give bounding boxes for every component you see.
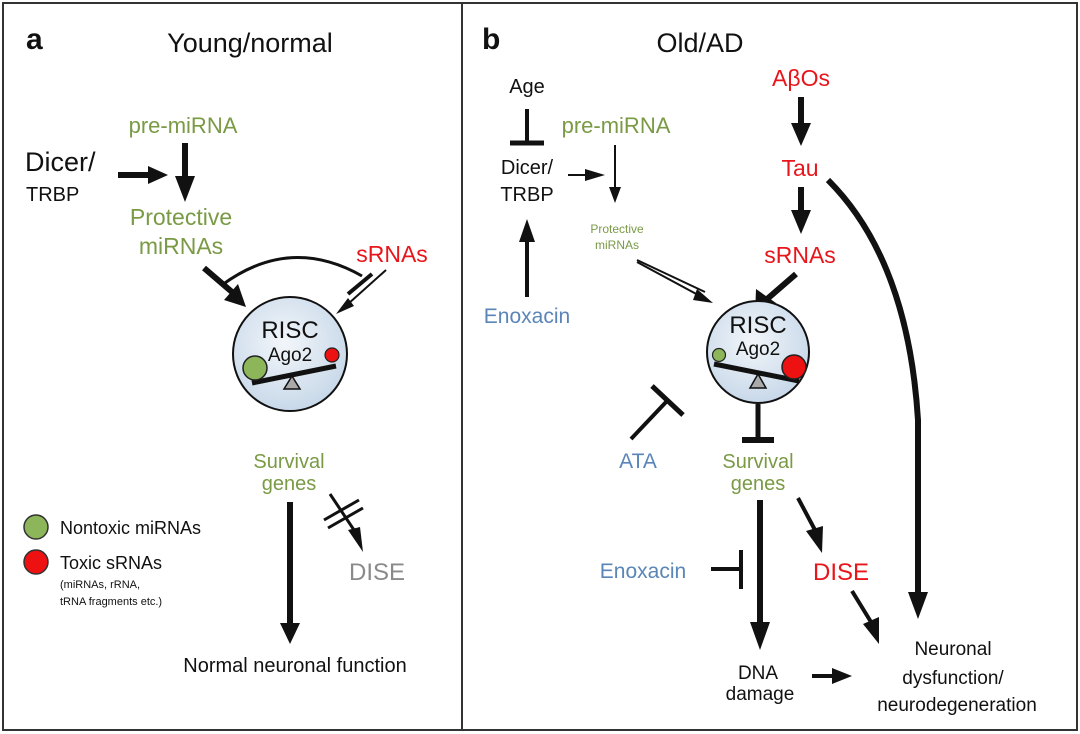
panel-b-abos: AβOs xyxy=(772,65,830,91)
arrow-dicer-b xyxy=(568,169,605,181)
nontoxic-mirna-ball-b xyxy=(711,347,727,363)
arrow-dise-to-neuronal xyxy=(850,589,879,644)
risc-label-a: RISC xyxy=(261,317,318,344)
panel-b-protective-1: Protective xyxy=(590,222,644,236)
arrow-survival-to-normal xyxy=(280,502,300,644)
legend: Nontoxic miRNAs Toxic sRNAs (miRNAs, rRN… xyxy=(23,514,201,608)
panel-a-title: Young/normal xyxy=(167,28,333,58)
arrow-survival-to-dna xyxy=(750,500,770,650)
panel-a-dise: DISE xyxy=(349,559,405,586)
panel-b-title: Old/AD xyxy=(656,28,743,58)
risc-complex-b: RISC Ago2 xyxy=(706,300,810,404)
arrow-tau-to-srnas xyxy=(791,187,811,234)
legend-toxic-sub-2: tRNA fragments etc.) xyxy=(60,596,162,608)
inhibit-age-to-dicer xyxy=(510,109,544,146)
inhibit-curve-a xyxy=(221,256,363,287)
arrow-protective-to-risc xyxy=(202,265,246,307)
arrow-protective-to-risc-b-shaft xyxy=(636,261,701,297)
panel-b-survival-1: Survival xyxy=(722,451,793,473)
panel-a-dicer: Dicer/ xyxy=(25,147,96,177)
inhibit-ata-to-risc xyxy=(629,384,685,441)
panel-a-survival-2: genes xyxy=(262,473,317,495)
risc-label-b: RISC xyxy=(729,312,786,339)
toxic-srna-ball-b xyxy=(781,354,807,380)
panel-b-dna-2: damage xyxy=(726,684,795,705)
arrow-srnas-to-risc xyxy=(336,269,387,314)
legend-nontoxic-label: Nontoxic miRNAs xyxy=(60,518,201,538)
arrow-dicer-to-protective xyxy=(118,166,168,184)
inhibit-bar-a xyxy=(346,272,374,296)
panel-b-frame xyxy=(461,2,1078,731)
panel-b-srnas: sRNAs xyxy=(764,242,836,268)
panel-b-enoxacin-top: Enoxacin xyxy=(484,305,570,328)
panel-a-protective-2: miRNAs xyxy=(139,233,223,259)
panel-a-protective-1: Protective xyxy=(130,204,232,230)
panel-b-dna-1: DNA xyxy=(738,663,778,684)
panel-b-neuro-1: Neuronal xyxy=(914,639,991,660)
panel-b-protective-2: miRNAs xyxy=(595,238,639,252)
arrow-protective-to-risc-b xyxy=(636,259,706,293)
panel-a-survival-1: Survival xyxy=(253,451,324,473)
panel-b-tau: Tau xyxy=(781,155,818,181)
arrow-survival-to-dise xyxy=(796,497,823,553)
panel-b-dicer: Dicer/ xyxy=(501,157,554,179)
panel-b-enoxacin-bottom: Enoxacin xyxy=(600,560,686,583)
panel-b-age: Age xyxy=(509,76,545,98)
seesaw-beam-a xyxy=(251,363,337,386)
arrow-premirna-down xyxy=(175,143,195,202)
blocked-arrow-to-dise xyxy=(323,493,364,552)
ago2-label-b: Ago2 xyxy=(736,339,780,360)
panel-a-outcome: Normal neuronal function xyxy=(183,655,406,677)
seesaw-fulcrum-b xyxy=(748,372,768,389)
panel-a-srnas: sRNAs xyxy=(356,241,428,267)
inhibit-risc-to-survival xyxy=(742,404,774,443)
legend-nontoxic-swatch xyxy=(23,514,49,540)
arrow-protective-to-risc-b-head xyxy=(693,289,713,303)
arrow-enoxacin-to-dicer xyxy=(519,219,535,297)
legend-toxic-sub-1: (miRNAs, rRNA, xyxy=(60,579,140,591)
seesaw-fulcrum-a xyxy=(282,374,302,390)
arrow-protective-to-risc-b-line xyxy=(637,261,702,295)
seesaw-beam-b xyxy=(713,361,800,384)
risc-complex-a: RISC Ago2 xyxy=(232,296,348,412)
panel-b: b Old/AD Age pre-miRNA Dicer/ TRBP Prote… xyxy=(482,23,1037,716)
arrow-tau-to-neuronal xyxy=(825,177,928,619)
panel-b-ata: ATA xyxy=(619,450,657,473)
panel-b-dise: DISE xyxy=(813,559,869,586)
toxic-srna-ball-a xyxy=(324,347,340,363)
panel-b-neuro-3: neurodegeneration xyxy=(877,695,1037,716)
panel-a: a Young/normal pre-miRNA Dicer/ TRBP Pro… xyxy=(23,23,428,677)
panel-a-pre-mirna: pre-miRNA xyxy=(129,113,238,138)
panel-a-trbp: TRBP xyxy=(26,184,79,206)
panel-b-trbp: TRBP xyxy=(500,184,553,206)
nontoxic-mirna-ball-a xyxy=(242,355,268,381)
arrow-abos-to-tau xyxy=(791,97,811,146)
panel-b-neuro-2: dysfunction/ xyxy=(902,668,1004,689)
panel-a-letter: a xyxy=(26,23,43,56)
legend-toxic-label: Toxic sRNAs xyxy=(60,553,162,573)
ago2-label-a: Ago2 xyxy=(268,345,312,366)
arrow-dna-to-neuronal xyxy=(812,668,852,684)
legend-toxic-swatch xyxy=(23,549,49,575)
panel-b-survival-2: genes xyxy=(731,473,786,495)
inhibit-enoxacin-bottom xyxy=(711,550,743,589)
panel-b-pre-mirna: pre-miRNA xyxy=(562,113,671,138)
arrow-premirna-down-b xyxy=(609,145,621,203)
panel-b-letter: b xyxy=(482,23,500,56)
